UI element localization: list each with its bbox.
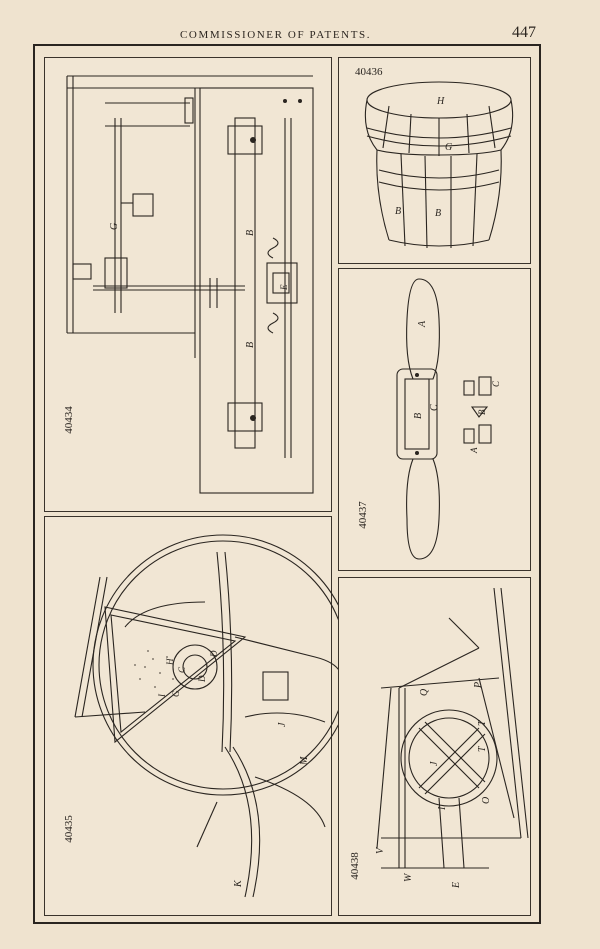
figure-40438-label-o: O xyxy=(481,797,492,804)
figure-40438-label-v: V xyxy=(375,846,386,854)
figure-40435-label-j: J xyxy=(277,722,288,727)
figure-40438-label-w: W xyxy=(403,872,414,882)
figure-40434-number: 40434 xyxy=(62,406,75,434)
page-header: COMMISSIONER OF PATENTS. 447 xyxy=(0,0,600,44)
figure-40434-panel: G B B E 40434 xyxy=(44,57,332,512)
figure-40438-label-p: P xyxy=(473,682,484,689)
figure-40436-label-h: H xyxy=(436,96,445,107)
figure-40437-label-a1: A xyxy=(417,320,428,328)
figure-40434-label-b2: B xyxy=(245,342,256,348)
figure-40435-label-c: C xyxy=(177,666,187,673)
figure-40437-label-b2: B xyxy=(477,409,487,415)
figure-40436-label-g: G xyxy=(445,142,452,153)
running-head: COMMISSIONER OF PATENTS. xyxy=(180,29,372,41)
figure-40438-label-t2: T xyxy=(477,745,488,752)
figure-40437-label-b1: B xyxy=(413,413,424,419)
figure-40435-label-d2: D xyxy=(209,650,219,658)
figure-40437-label-a2: A xyxy=(469,447,479,454)
figure-40436-label-b1: B xyxy=(395,206,401,217)
figure-40438-label-i: I xyxy=(437,806,448,811)
figure-40438-number: 40438 xyxy=(348,852,361,880)
figure-40434-label-g: G xyxy=(109,223,120,230)
figure-40437-panel: A B C A B C 40437 xyxy=(338,268,531,571)
figure-40436-drawing: H G B B xyxy=(364,81,514,249)
figure-40435-label-k: K xyxy=(233,879,244,888)
figure-40435-label-d1: D xyxy=(197,675,207,683)
figure-40435-label-h: H xyxy=(165,658,175,666)
figure-40438-label-q: Q xyxy=(419,688,430,696)
figure-40437-drawing: A B C A B C xyxy=(396,278,501,560)
figure-40437-label-c1: C xyxy=(429,404,440,411)
figure-40435-label-m: M xyxy=(299,756,310,766)
figure-40436-panel: 40436 H G B B xyxy=(338,57,531,264)
figure-40435-panel: J M K C H I G D D 40435 xyxy=(44,516,354,916)
figure-40436-label-b2: B xyxy=(435,208,441,219)
figure-40436-number: 40436 xyxy=(355,66,383,78)
figure-40435-label-g: G xyxy=(171,690,181,697)
figure-40434-drawing: G B B E xyxy=(66,75,314,494)
figure-40435-number: 40435 xyxy=(62,815,75,843)
figure-40435-drawing: J M K C H I G D D xyxy=(74,534,354,898)
figure-40438-label-e: E xyxy=(451,882,462,889)
figure-40437-label-c2: C xyxy=(491,380,501,387)
figure-40438-drawing: Q P T T O I V W E J xyxy=(375,587,529,889)
figure-40438-label-j: J xyxy=(429,761,440,766)
figure-40438-label-t1: T xyxy=(477,719,488,726)
figure-40434-label-e: E xyxy=(279,284,289,291)
figure-40438-panel: Q P T T O I V W E J 40438 xyxy=(338,577,531,916)
figure-40435-label-i: I xyxy=(157,693,167,698)
plate-frame xyxy=(33,44,541,924)
page-number: 447 xyxy=(512,24,536,41)
figure-40434-label-b1: B xyxy=(245,230,256,236)
figure-40437-number: 40437 xyxy=(356,501,369,529)
